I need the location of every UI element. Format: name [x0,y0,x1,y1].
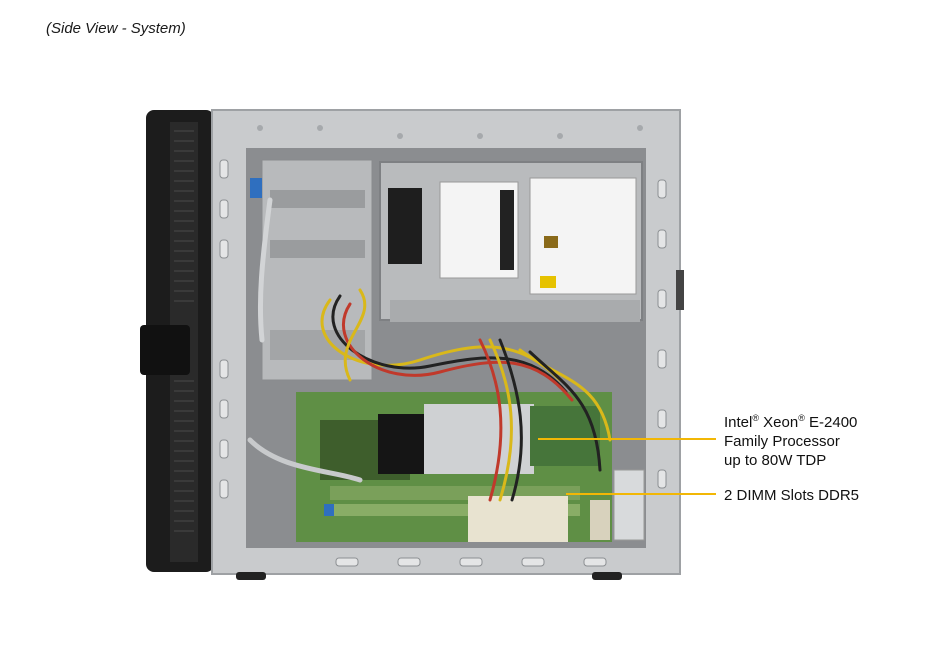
motherboard [296,392,612,542]
front-bezel [140,110,214,572]
power-cables [247,197,612,502]
processor-callout-label: Intel® Xeon® E-2400 Family Processor up … [724,413,857,470]
drive-cage [250,159,373,381]
registered-mark: ® [798,413,805,423]
processor-callout-line [538,438,716,440]
processor-callout-line2: Family Processor [724,433,840,450]
dimm-callout-label: 2 DIMM Slots DDR5 [724,487,860,504]
processor-callout-line3: up to 80W TDP [724,452,827,469]
registered-mark: ® [752,413,759,423]
dimm-callout-line [566,493,716,495]
rear-io-panel [613,270,684,541]
processor-callout-line1: Intel® Xeon® E-2400 [724,413,858,432]
power-supply-unit [379,161,643,322]
figure-caption: (Side View - System) [46,20,186,37]
